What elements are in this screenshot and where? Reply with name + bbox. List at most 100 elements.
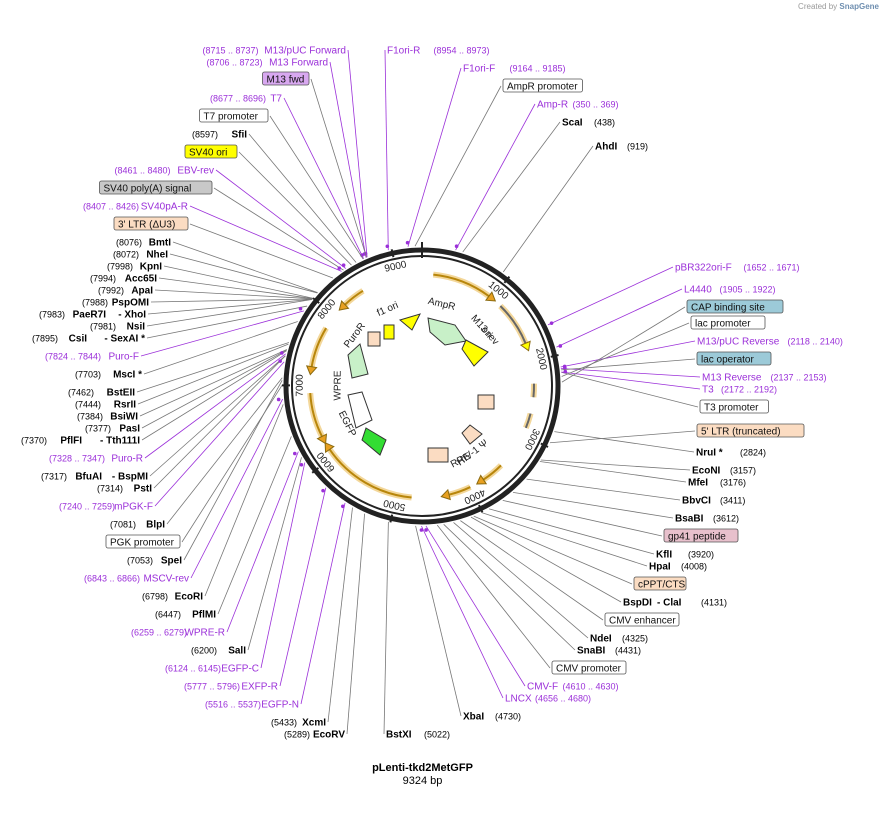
label-name: CsiI: [69, 334, 88, 345]
tick-mark: [503, 275, 511, 284]
label-name: EGFP-C: [221, 664, 259, 675]
leader-line: [190, 398, 283, 579]
primer-label: SV40pA-R(8407 .. 8426): [83, 202, 188, 213]
label-position: (7370): [21, 436, 47, 446]
primer-binding-mark: [278, 359, 282, 363]
leader-line: [137, 343, 289, 405]
leader-line: [554, 431, 695, 453]
primer-binding-mark: [405, 240, 410, 245]
leader-line: [539, 461, 687, 483]
feature-label: lac promoter: [690, 315, 766, 330]
feature-label: 5' LTR (truncated): [696, 423, 805, 438]
label-name: BfuAI: [75, 472, 102, 483]
feature-label-box: [184, 144, 238, 159]
leader-line: [561, 358, 696, 371]
label-position: (2172 .. 2192): [721, 385, 777, 395]
feature-label: SV40 poly(A) signal: [99, 180, 213, 195]
label-position: (7444): [75, 400, 101, 410]
amp-promoter-glyph: [427, 317, 467, 346]
label-position: (7981): [90, 322, 116, 332]
label-position: (5777 .. 5796): [184, 682, 240, 692]
leader-line: [169, 253, 318, 294]
feature-label: PGK promoter: [105, 534, 181, 549]
label-position: (8954 .. 8973): [434, 46, 490, 56]
label-position: (8715 .. 8737): [202, 46, 258, 56]
label-name: AhdI: [595, 142, 617, 153]
label-name: XbaI: [463, 712, 484, 723]
ori-glyph: [461, 339, 489, 367]
leader-line: [279, 487, 327, 687]
backbone-inner-ring: [291, 255, 553, 517]
label-name: BlpI: [146, 520, 165, 531]
label-position: (2824): [740, 448, 766, 458]
site-label: BstXI(5022): [386, 730, 450, 741]
primer-binding-mark: [337, 266, 342, 270]
f1-ori-glyph: [398, 313, 421, 331]
feature-label: AmpR promoter: [502, 78, 583, 93]
label-name: EcoRI: [175, 592, 204, 603]
label-name-2: - BspMI: [112, 472, 148, 483]
label-name-2: - ClaI: [657, 598, 682, 609]
label-position: (3920): [688, 550, 714, 560]
label-name: BstEII: [107, 388, 136, 399]
label-position: (6124 .. 6145): [165, 664, 221, 674]
label-position: (7314): [97, 484, 123, 494]
feature-arrowhead: [440, 488, 451, 501]
label-name: PflFI: [60, 436, 82, 447]
label-position: (6200): [191, 646, 217, 656]
leader-line: [473, 515, 633, 585]
label-name: BmtI: [149, 238, 171, 249]
leader-line: [453, 522, 589, 639]
label-name: NsiI: [127, 322, 146, 333]
label-position: (7988): [82, 298, 108, 308]
feature-label-text: PGK promoter: [110, 538, 175, 549]
primer-binding-mark: [454, 244, 459, 249]
egfp-glyph: [361, 427, 387, 456]
label-name: KflI: [656, 550, 672, 561]
label-position: (3612): [713, 514, 739, 524]
inner-feature-label: M13 rev: [468, 313, 500, 347]
rre-glyph: [461, 424, 483, 445]
primer-label: T7(8677 .. 8696): [210, 94, 282, 105]
tick-label: 5000: [382, 497, 407, 513]
leader-line: [166, 377, 283, 525]
primer-label: T3(2172 .. 2192): [702, 385, 777, 396]
leader-line: [217, 436, 292, 615]
label-position: (6843 .. 6866): [84, 574, 140, 584]
feature-label-text: M13 fwd: [267, 75, 305, 86]
backbone-outer-ring: [283, 247, 561, 525]
leader-line: [226, 451, 299, 633]
leader-line: [436, 524, 551, 669]
primer-binding-mark: [280, 351, 284, 355]
leader-line: [163, 265, 313, 299]
tick-mark: [389, 514, 394, 523]
plasmid-name: pLenti-tkd2MetGFP: [372, 762, 473, 774]
site-label: HpaI(4008): [649, 562, 707, 573]
feature-arc: [433, 273, 490, 297]
tick-mark: [478, 504, 484, 513]
site-label: ScaI(438): [562, 118, 615, 129]
label-name: MfeI: [688, 478, 708, 489]
label-name: T7: [270, 94, 282, 105]
feature-label: CAP binding site: [686, 299, 784, 314]
label-position: (350 .. 369): [573, 100, 619, 110]
label-position: (7703): [75, 370, 101, 380]
primer-label: Puro-R(7328 .. 7347): [49, 454, 143, 465]
feature-arc: [309, 392, 323, 437]
site-label: AhdI(919): [595, 142, 648, 153]
site-label: BlpI(7081): [110, 520, 165, 531]
feature-label-box: [686, 299, 784, 314]
feature-label-box: [633, 576, 687, 591]
label-name: M13/pUC Reverse: [697, 337, 780, 348]
leader-line: [502, 499, 663, 537]
primer-binding-mark: [341, 263, 346, 267]
leader-line: [443, 524, 576, 651]
label-name: ScaI: [562, 118, 583, 129]
primer-label: F1ori-R (8954 .. 8973): [387, 46, 490, 57]
label-position: (1905 .. 1922): [720, 285, 776, 295]
label-name: SfiI: [231, 130, 247, 141]
leader-line: [327, 507, 353, 723]
label-name: F1ori-R: [387, 46, 420, 57]
site-label: KflI (3920): [656, 550, 714, 561]
